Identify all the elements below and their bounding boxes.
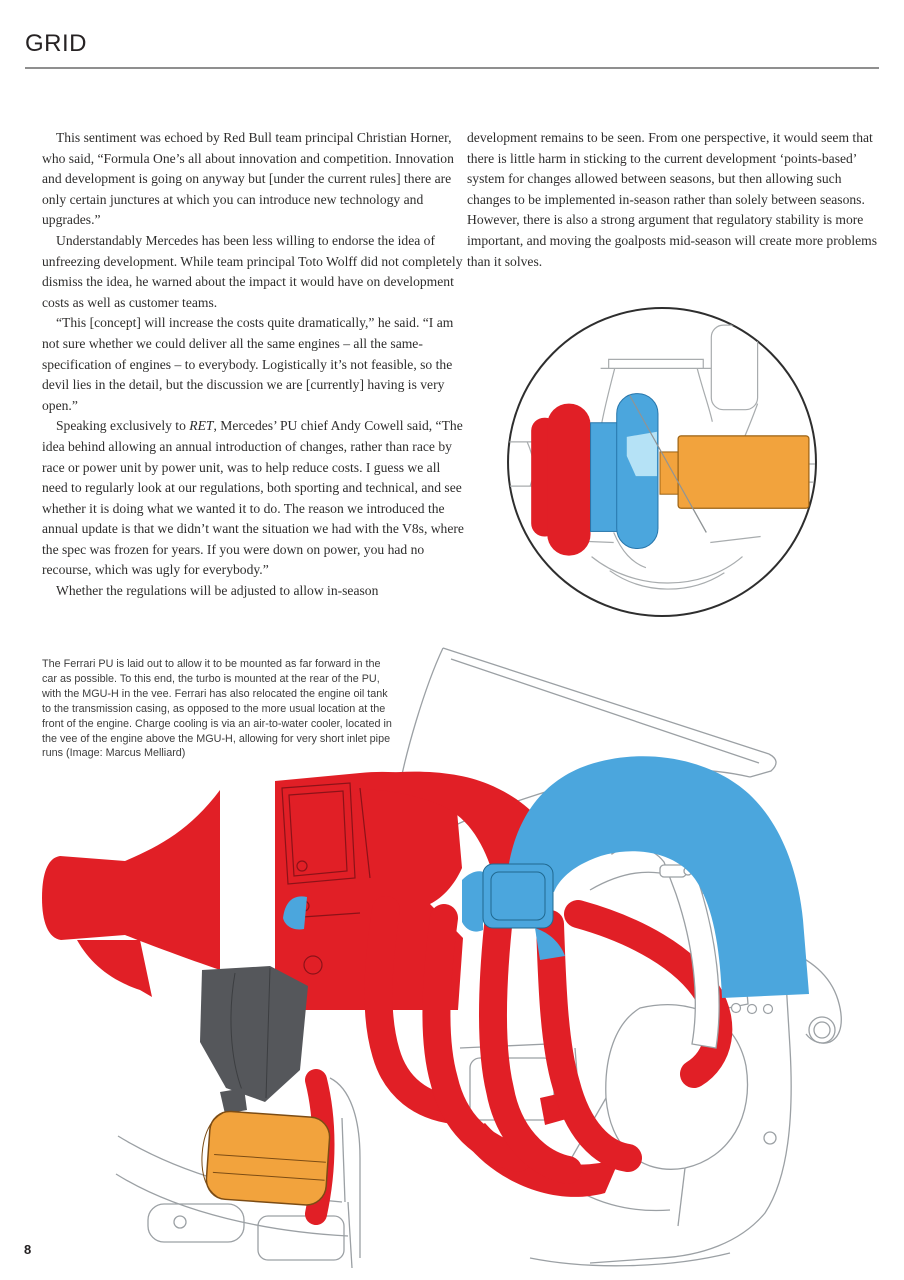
mgu-h-shaft-orange [659, 451, 679, 495]
charge-air-duct-blue [283, 756, 809, 998]
mgu-h-orange [677, 435, 810, 509]
article-right-column: development remains to be seen. From one… [467, 128, 881, 272]
turbine-housing-red [547, 403, 591, 556]
turbo-detail-inset [503, 303, 821, 621]
inlet-light-blue [626, 431, 657, 477]
paragraph: “This [concept] will increase the costs … [42, 315, 454, 413]
collector-dark-gray [200, 966, 308, 1114]
paragraph: Understandably Mercedes has been less wi… [42, 232, 463, 310]
section-header: GRID [25, 30, 879, 58]
header-rule [25, 67, 879, 69]
paragraph: Whether the regulations will be adjusted… [56, 583, 379, 599]
compressor-blue [590, 422, 619, 532]
engine-illustration-svg [42, 647, 842, 1269]
article-left-column: This sentiment was echoed by Red Bull te… [42, 128, 466, 602]
bolt-holes [730, 1002, 774, 1015]
turbo-detail-svg [507, 307, 817, 617]
paragraph: This sentiment was echoed by Red Bull te… [42, 130, 454, 228]
image-caption: The Ferrari PU is laid out to allow it t… [42, 658, 392, 760]
paragraph: Speaking exclusively to RET, Mercedes’ P… [42, 418, 464, 578]
magazine-name: RET [189, 418, 214, 434]
paragraph: development remains to be seen. From one… [467, 130, 877, 269]
oil-tank-orange [201, 1110, 331, 1206]
inset-overlay-line [629, 395, 707, 533]
page-title: GRID [25, 30, 87, 57]
exhaust-primaries-red [364, 896, 733, 1184]
page-number: 8 [24, 1242, 32, 1257]
engine-illustration [30, 618, 904, 1278]
